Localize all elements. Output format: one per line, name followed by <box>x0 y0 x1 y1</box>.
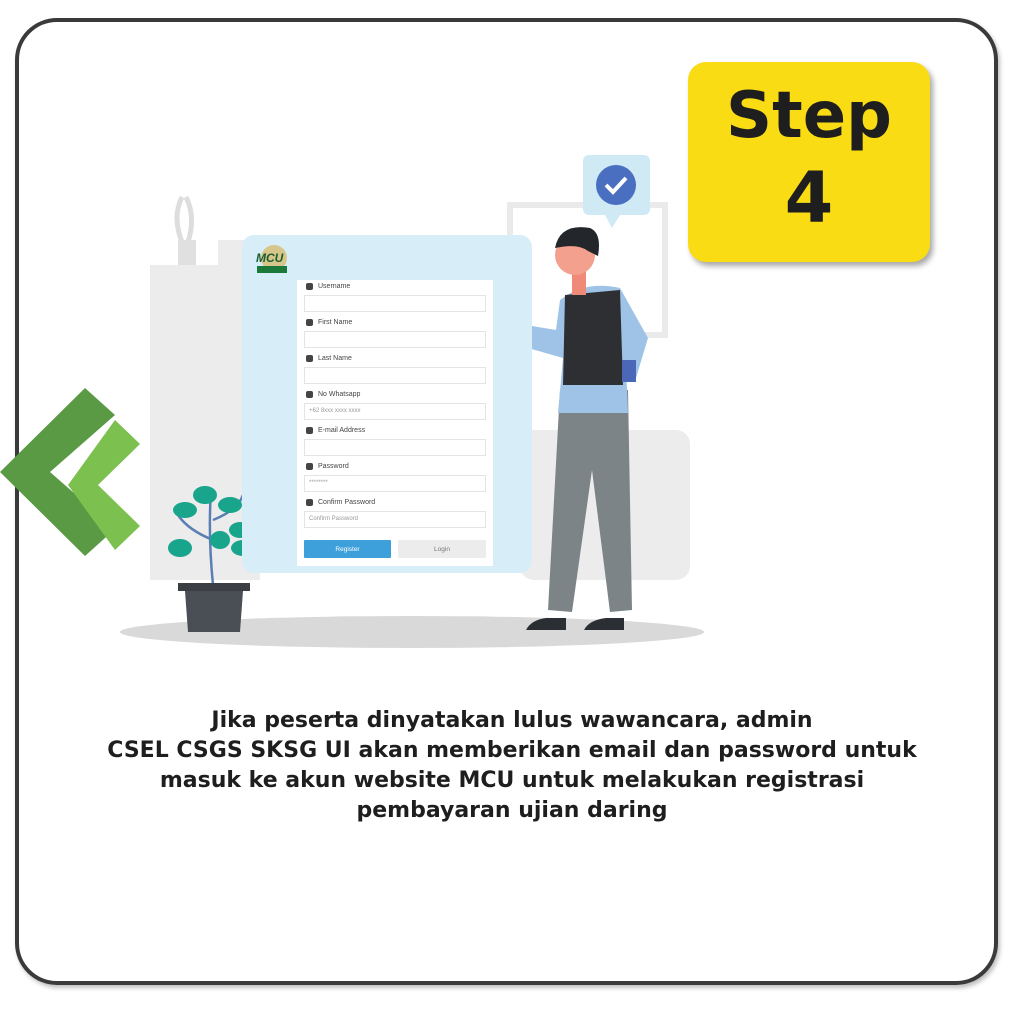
first-name-input[interactable] <box>304 331 486 348</box>
field-label-text: Confirm Password <box>318 499 376 506</box>
key-icon <box>306 463 313 470</box>
user-icon <box>306 355 313 362</box>
user-icon <box>306 283 313 290</box>
step-label: Step <box>726 79 892 153</box>
whatsapp-label: No Whatsapp <box>306 391 360 398</box>
chevron-left-dark-icon <box>0 388 115 556</box>
caption: Jika peserta dinyatakan lulus wawancara,… <box>60 706 964 826</box>
field-label-text: No Whatsapp <box>318 391 361 398</box>
step-number: 4 <box>784 157 834 239</box>
last-name-label: Last Name <box>306 355 352 362</box>
check-icon <box>604 176 628 195</box>
caption-line: masuk ke akun website MCU untuk melakuka… <box>159 768 865 793</box>
svg-text:MCU: MCU <box>256 251 284 265</box>
email-input[interactable] <box>304 439 486 456</box>
mcu-logo: MCU <box>256 245 287 273</box>
username-input[interactable] <box>304 295 486 312</box>
field-label-text: First Name <box>318 319 353 326</box>
confirm-password-label: Confirm Password <box>306 499 375 506</box>
whatsapp-input[interactable]: +62 8xxx xxxx xxxx <box>304 403 486 420</box>
step-badge: Step 4 <box>688 62 930 262</box>
field-label-text: Username <box>318 283 351 290</box>
envelope-icon <box>306 427 313 434</box>
caption-line: CSEL CSGS SKSG UI akan memberikan email … <box>107 738 917 763</box>
card-frame <box>15 18 998 985</box>
whatsapp-icon <box>306 391 313 398</box>
field-label-text: Last Name <box>318 355 352 362</box>
chevron-left-light-icon <box>68 420 140 550</box>
password-input[interactable]: ******** <box>304 475 486 492</box>
password-label: Password <box>306 463 349 470</box>
user-icon <box>306 319 313 326</box>
confirm-password-input[interactable]: Confirm Password <box>304 511 486 528</box>
email-label: E-mail Address <box>306 427 365 434</box>
username-label: Username <box>306 283 350 290</box>
person <box>478 227 648 630</box>
first-name-label: First Name <box>306 319 352 326</box>
check-bubble <box>583 155 650 228</box>
key-icon <box>306 499 313 506</box>
last-name-input[interactable] <box>304 367 486 384</box>
field-label-text: Password <box>318 463 349 470</box>
caption-line: pembayaran ujian daring <box>356 798 668 823</box>
register-button[interactable]: Register <box>304 540 391 558</box>
field-label-text: E-mail Address <box>318 427 366 434</box>
login-button[interactable]: Login <box>398 540 486 558</box>
caption-line: Jika peserta dinyatakan lulus wawancara,… <box>211 708 813 733</box>
